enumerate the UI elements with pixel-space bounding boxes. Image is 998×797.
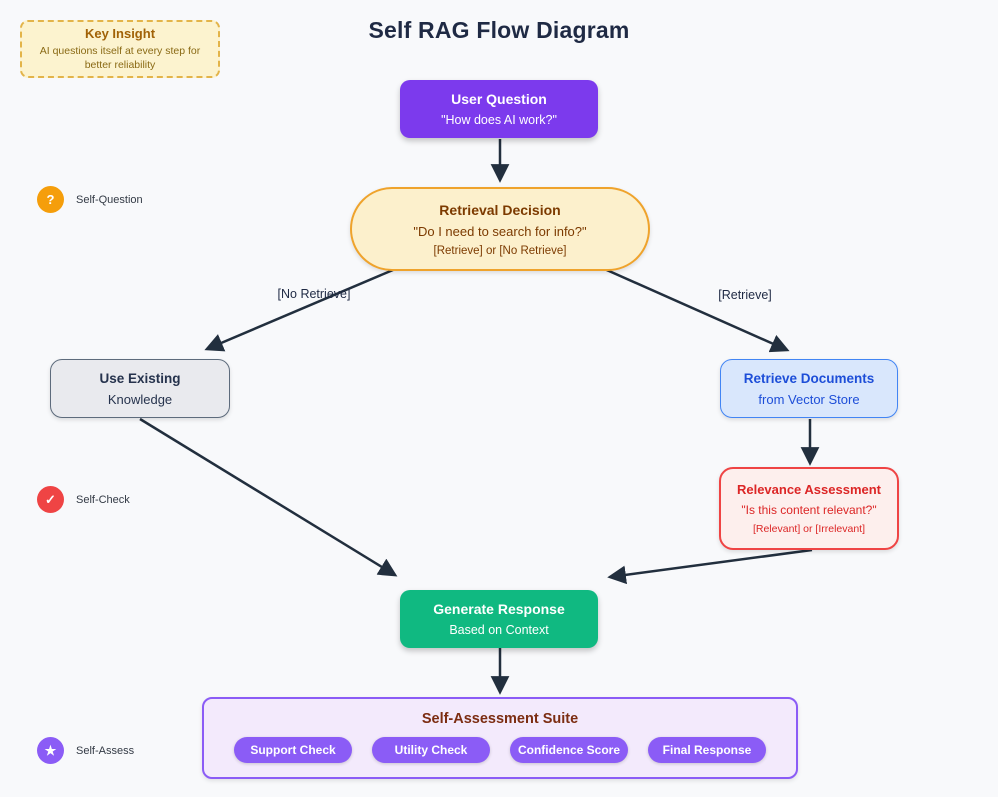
node-subtitle: "Is this content relevant?" xyxy=(741,503,877,517)
node-subtitle: "Do I need to search for info?" xyxy=(413,223,587,239)
node-relevance-assessment: Relevance Assessment "Is this content re… xyxy=(719,467,899,550)
legend-label: Self-Question xyxy=(76,193,143,206)
key-insight-body: AI questions itself at every step for be… xyxy=(39,44,201,71)
pill-final-response: Final Response xyxy=(648,737,766,763)
legend-self-question: ? Self-Question xyxy=(37,186,143,213)
question-mark-icon: ? xyxy=(37,186,64,213)
node-title: Self-Assessment Suite xyxy=(421,711,579,727)
arrow-useexisting-to-generate xyxy=(139,417,398,577)
edge-label-no-retrieve: [No Retrieve] xyxy=(277,287,351,301)
node-subtitle: "How does AI work?" xyxy=(441,113,557,127)
arrow-decision-to-retrievedocs xyxy=(599,265,790,353)
pill-support-check: Support Check xyxy=(234,737,352,763)
node-title: User Question xyxy=(451,91,547,107)
legend-self-assess: ★ Self-Assess xyxy=(37,737,134,764)
legend-label: Self-Assess xyxy=(76,744,135,757)
assessment-pill-row: Support Check Utility Check Confidence S… xyxy=(234,737,766,763)
page-title: Self RAG Flow Diagram xyxy=(368,17,630,43)
key-insight-title: Key Insight xyxy=(84,25,156,41)
node-user-question: User Question "How does AI work?" xyxy=(400,80,598,138)
node-generate-response: Generate Response Based on Context xyxy=(400,590,598,648)
edge-label-retrieve: [Retrieve] xyxy=(718,288,772,302)
node-retrieval-decision: Retrieval Decision "Do I need to search … xyxy=(350,187,650,271)
node-use-existing-knowledge: Use Existing Knowledge xyxy=(50,359,230,418)
node-title: Relevance Assessment xyxy=(736,482,882,497)
node-title: Generate Response xyxy=(433,601,565,617)
star-icon: ★ xyxy=(37,737,64,764)
node-options: [Relevant] or [Irrelevant] xyxy=(752,523,866,535)
key-insight-note: Key Insight AI questions itself at every… xyxy=(20,20,220,78)
arrow-decision-to-useexisting xyxy=(204,265,401,352)
arrow-relevance-to-generate xyxy=(607,548,813,585)
node-options: [Retrieve] or [No Retrieve] xyxy=(433,244,567,257)
legend-self-check: ✓ Self-Check xyxy=(37,486,130,513)
node-retrieve-documents: Retrieve Documents from Vector Store xyxy=(720,359,898,418)
pill-utility-check: Utility Check xyxy=(372,737,490,763)
node-title: Retrieval Decision xyxy=(439,201,561,218)
pill-confidence-score: Confidence Score xyxy=(510,737,628,763)
node-title: Use Existing xyxy=(99,370,181,386)
node-self-assessment-suite: Self-Assessment Suite Support Check Util… xyxy=(202,697,798,779)
check-icon: ✓ xyxy=(37,486,64,513)
node-subtitle: Knowledge xyxy=(107,391,173,407)
legend-label: Self-Check xyxy=(76,493,130,506)
node-subtitle: from Vector Store xyxy=(758,391,860,407)
node-title: Retrieve Documents xyxy=(743,370,875,386)
node-subtitle: Based on Context xyxy=(449,623,549,637)
